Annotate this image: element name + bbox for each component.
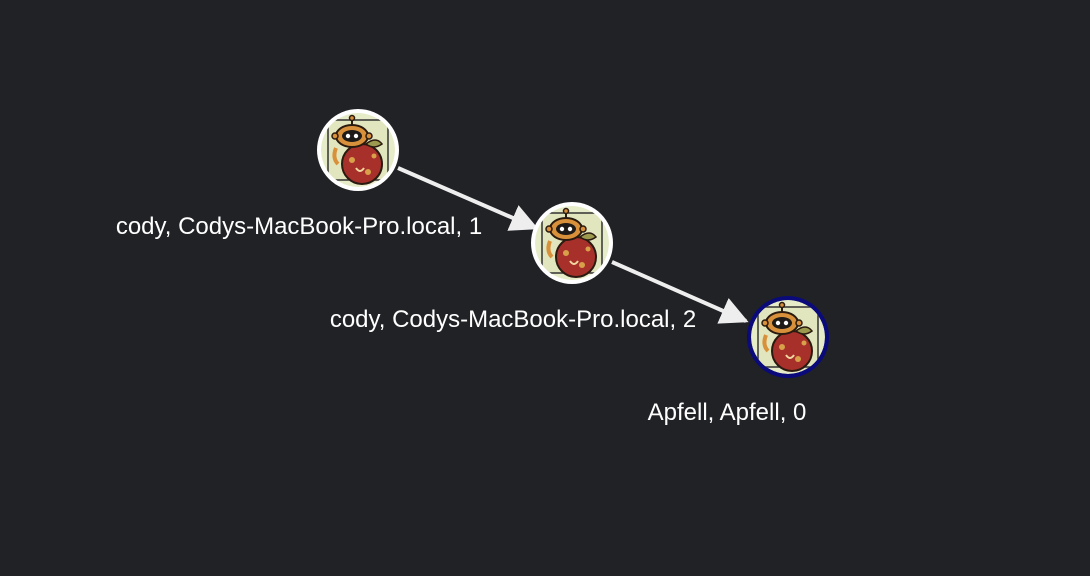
apfell-agent-icon [535, 206, 609, 280]
apfell-agent-icon [321, 113, 395, 187]
node-label-0: Apfell, Apfell, 0 [648, 399, 807, 426]
node-label-1: cody, Codys-MacBook-Pro.local, 1 [116, 213, 482, 240]
graph-node-2[interactable] [531, 202, 613, 284]
graph-edge-1-to-2[interactable] [397, 166, 539, 231]
node-label-2: cody, Codys-MacBook-Pro.local, 2 [330, 306, 696, 333]
graph-node-0-selected[interactable] [747, 296, 829, 378]
graph-node-1[interactable] [317, 109, 399, 191]
graph-edge-2-to-0[interactable] [611, 260, 749, 324]
apfell-agent-icon [751, 300, 825, 374]
